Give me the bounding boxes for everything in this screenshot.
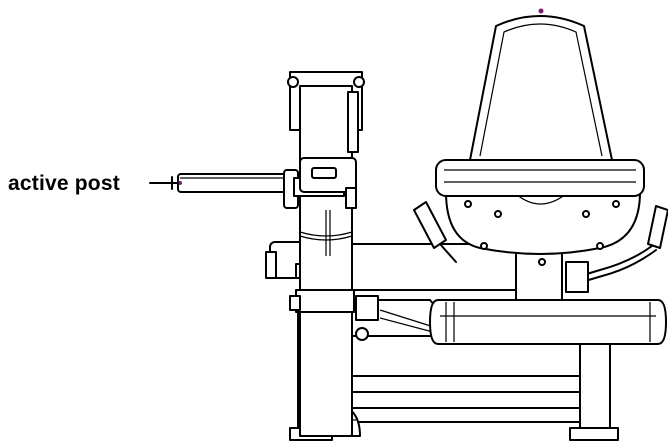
left-seat-handle [413,201,457,263]
right-seat-handle [565,205,668,293]
leg-roller-pad [429,299,667,345]
back-rest [469,8,613,161]
seat-cushion [435,159,645,197]
seat-base [445,191,641,266]
active-post [177,157,357,209]
active-post-label: active post [8,172,120,195]
callout-leader [149,176,179,190]
vertical-column [287,71,365,437]
